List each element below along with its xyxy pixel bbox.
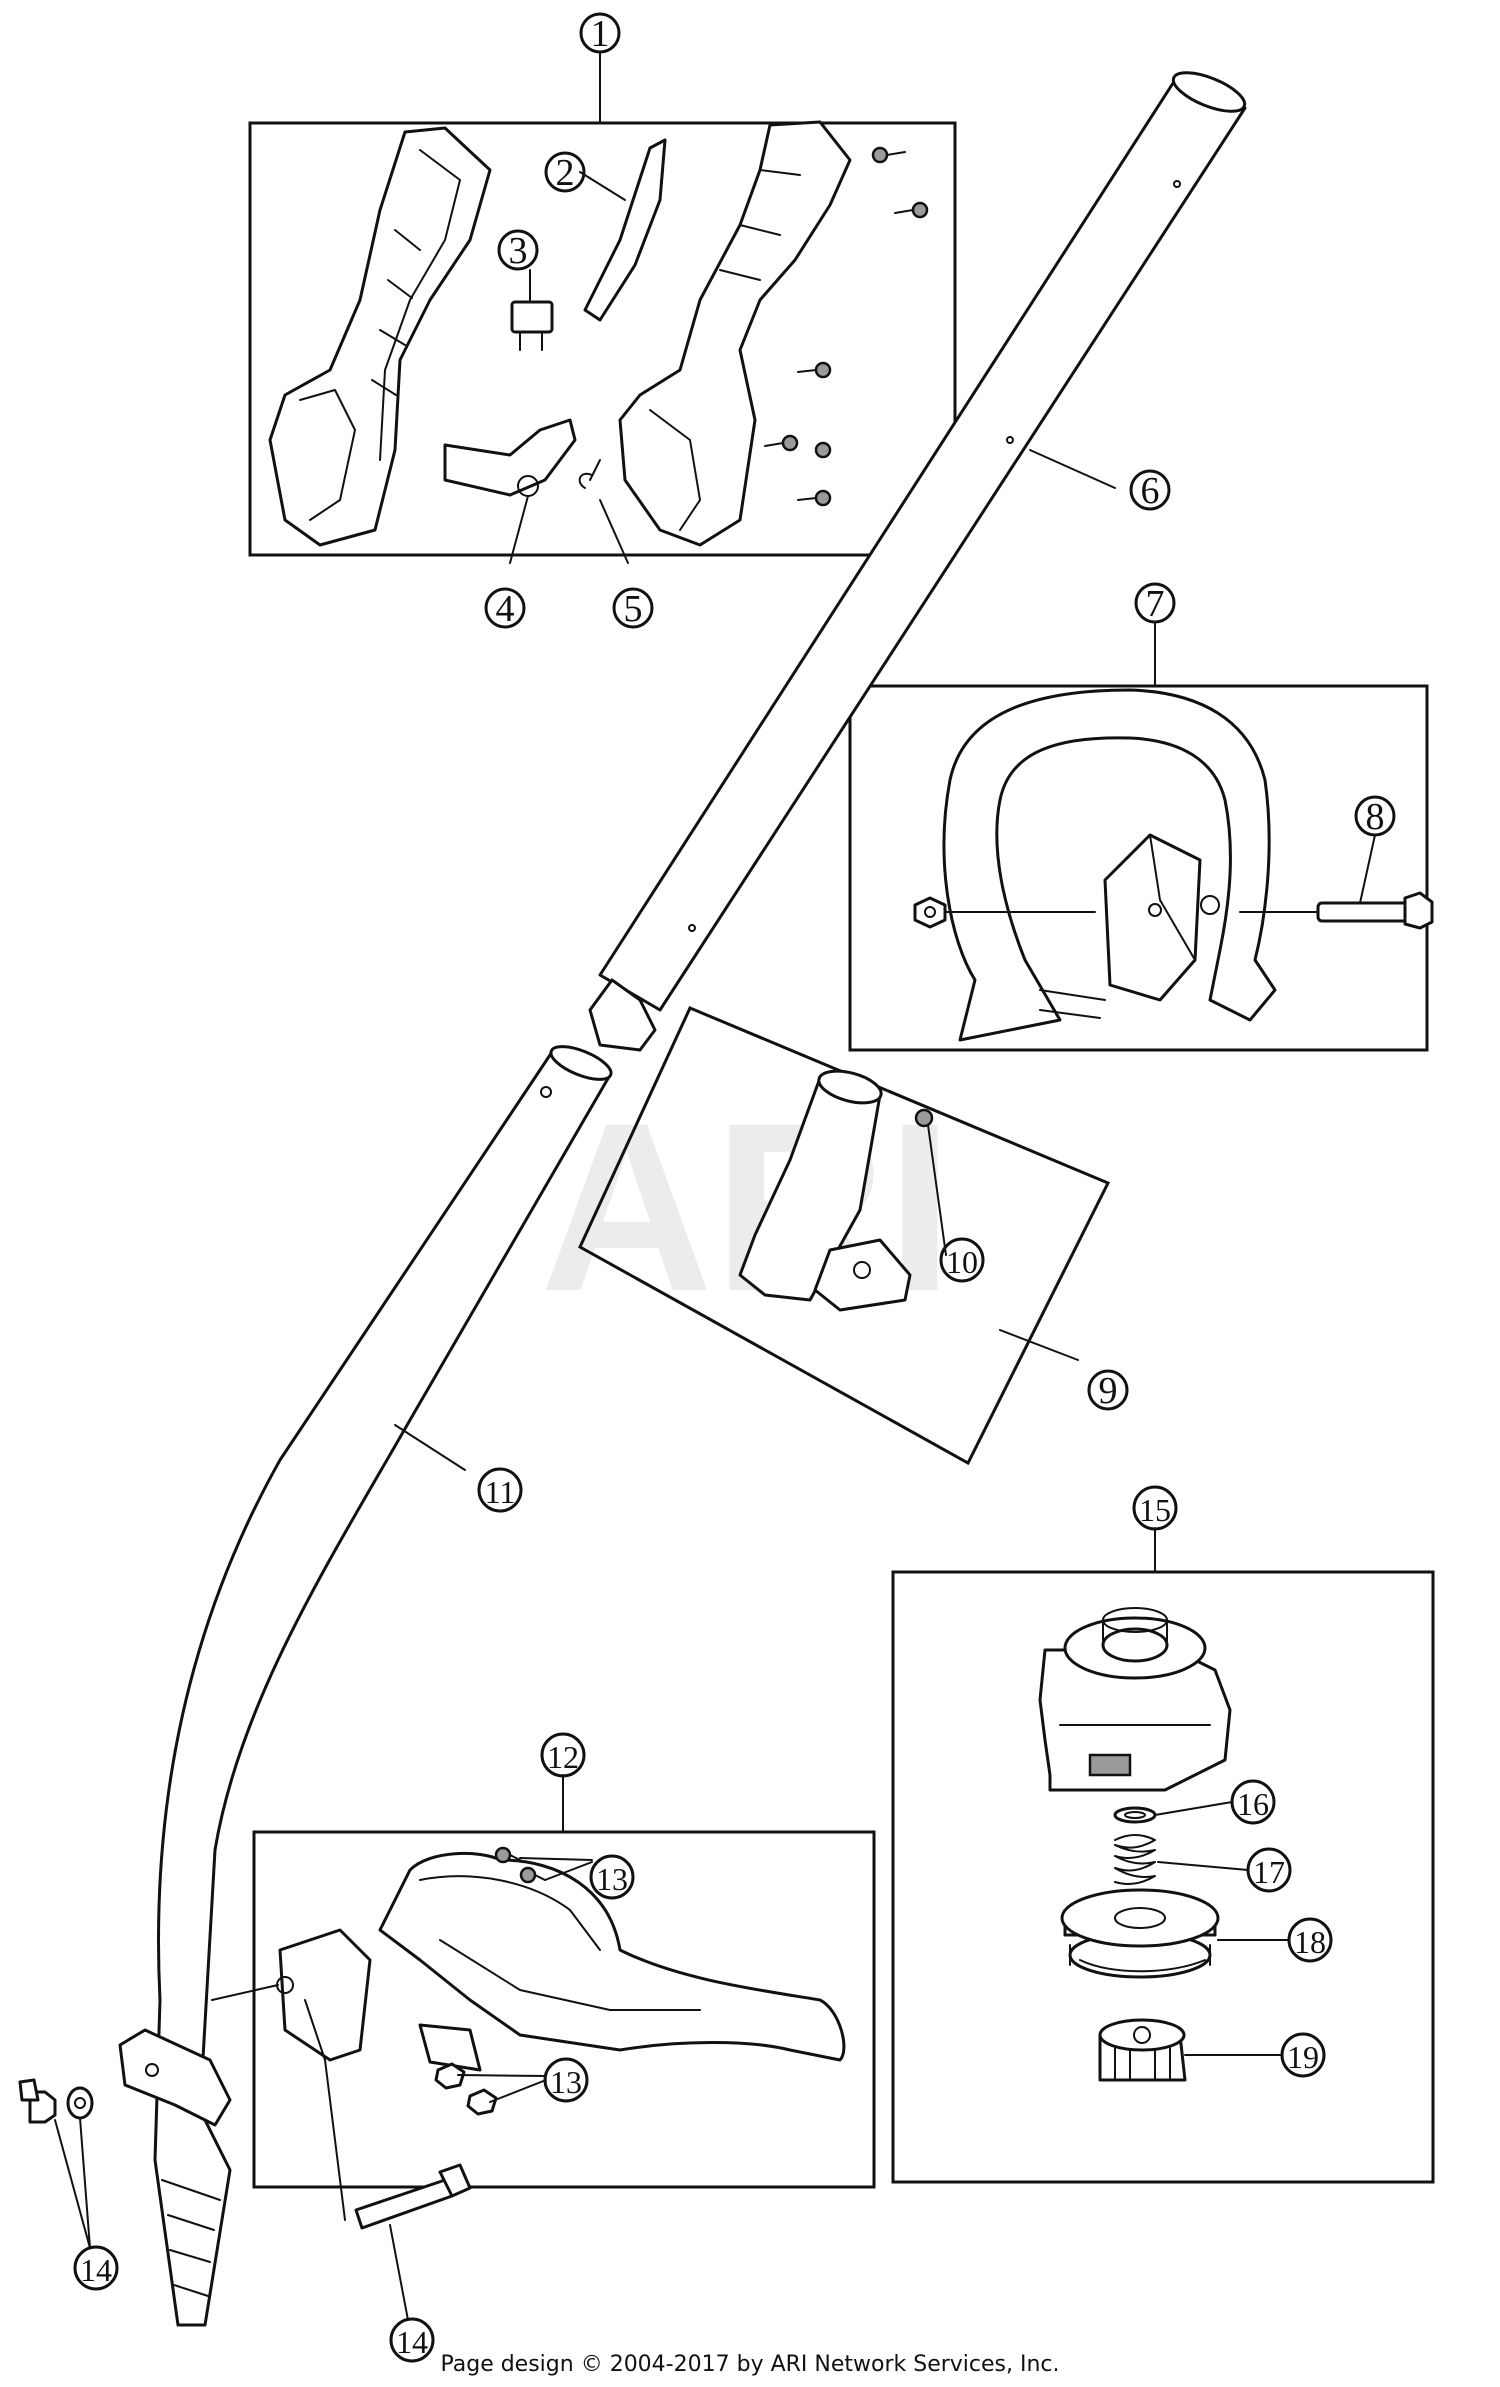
guard-leader — [211, 1984, 346, 2221]
left-handle-half — [268, 126, 492, 547]
copyright-footer: Page design © 2004-2017 by ARI Network S… — [440, 2352, 1060, 2377]
callout-14-left: 14 — [73, 2245, 119, 2291]
svg-text:12: 12 — [547, 1739, 579, 1775]
svg-text:15: 15 — [1139, 1492, 1171, 1528]
lower-shaft — [153, 1045, 613, 2327]
coupler-box — [578, 1006, 1111, 1466]
right-handle-half — [618, 120, 852, 547]
assist-handle-box — [848, 684, 1429, 1052]
spring — [1114, 1834, 1156, 1885]
callout-13-upper: 13 — [589, 1854, 635, 1900]
svg-text:17: 17 — [1253, 1854, 1285, 1890]
callout-13-lower: 13 — [543, 2057, 589, 2103]
trimmer-head-box — [891, 1570, 1435, 2184]
callout-18: 18 — [1287, 1917, 1333, 1963]
upper-shaft — [588, 71, 1247, 1052]
spool-housing — [1038, 1607, 1232, 1792]
callout-7: 7 — [1134, 582, 1176, 625]
wing-nut-washer — [18, 2078, 94, 2124]
handle-group-box — [248, 121, 957, 557]
callout-12: 12 — [540, 1732, 586, 1778]
svg-text:14: 14 — [80, 2252, 112, 2288]
svg-text:19: 19 — [1287, 2039, 1319, 2075]
callout-16: 16 — [1230, 1779, 1276, 1825]
assist-handle-nut — [913, 896, 947, 929]
svg-text:18: 18 — [1294, 1924, 1326, 1960]
callout-19: 19 — [1280, 2032, 1326, 2078]
svg-text:14: 14 — [396, 2324, 428, 2360]
bump-knob — [1098, 2018, 1187, 2082]
svg-text:2: 2 — [556, 152, 575, 194]
svg-text:6: 6 — [1141, 470, 1160, 512]
spool — [1060, 1888, 1220, 1979]
coupler — [738, 1069, 934, 1312]
callout-9: 9 — [1087, 1369, 1129, 1412]
svg-text:5: 5 — [624, 588, 643, 630]
leader-lines — [54, 51, 1376, 2321]
callout-15: 15 — [1132, 1485, 1178, 1531]
svg-text:1: 1 — [591, 13, 610, 55]
carriage-bolt — [354, 2163, 472, 2230]
trimmer-guard — [276, 1852, 846, 2072]
callout-1: 1 — [579, 12, 621, 55]
callout-10: 10 — [939, 1237, 985, 1283]
callout-5: 5 — [612, 587, 654, 630]
callout-2: 2 — [544, 151, 586, 194]
svg-text:7: 7 — [1146, 583, 1165, 625]
callout-6: 6 — [1129, 469, 1171, 512]
spring-pin — [578, 459, 601, 489]
assist-handle-bolt — [1316, 891, 1434, 930]
callout-3: 3 — [497, 229, 539, 272]
washer — [1113, 1806, 1157, 1824]
callout-14-right: 14 — [389, 2317, 435, 2363]
svg-text:10: 10 — [946, 1244, 978, 1280]
svg-text:13: 13 — [596, 1861, 628, 1897]
svg-text:16: 16 — [1237, 1786, 1269, 1822]
callout-8: 8 — [1354, 795, 1396, 838]
assist-handle — [942, 688, 1277, 1042]
switch-plate — [583, 138, 667, 322]
callout-11: 11 — [477, 1467, 523, 1513]
shaft-clamp — [118, 2028, 232, 2127]
svg-text:4: 4 — [496, 588, 515, 630]
svg-text:8: 8 — [1366, 796, 1385, 838]
svg-text:9: 9 — [1099, 1370, 1118, 1412]
lever — [443, 418, 577, 497]
handle-screws — [764, 146, 929, 507]
switch — [510, 300, 554, 351]
guard-screws — [434, 1846, 546, 2116]
callout-4: 4 — [484, 587, 526, 630]
svg-text:11: 11 — [485, 1474, 516, 1510]
svg-text:13: 13 — [550, 2064, 582, 2100]
svg-text:3: 3 — [509, 230, 528, 272]
callout-17: 17 — [1246, 1847, 1292, 1893]
